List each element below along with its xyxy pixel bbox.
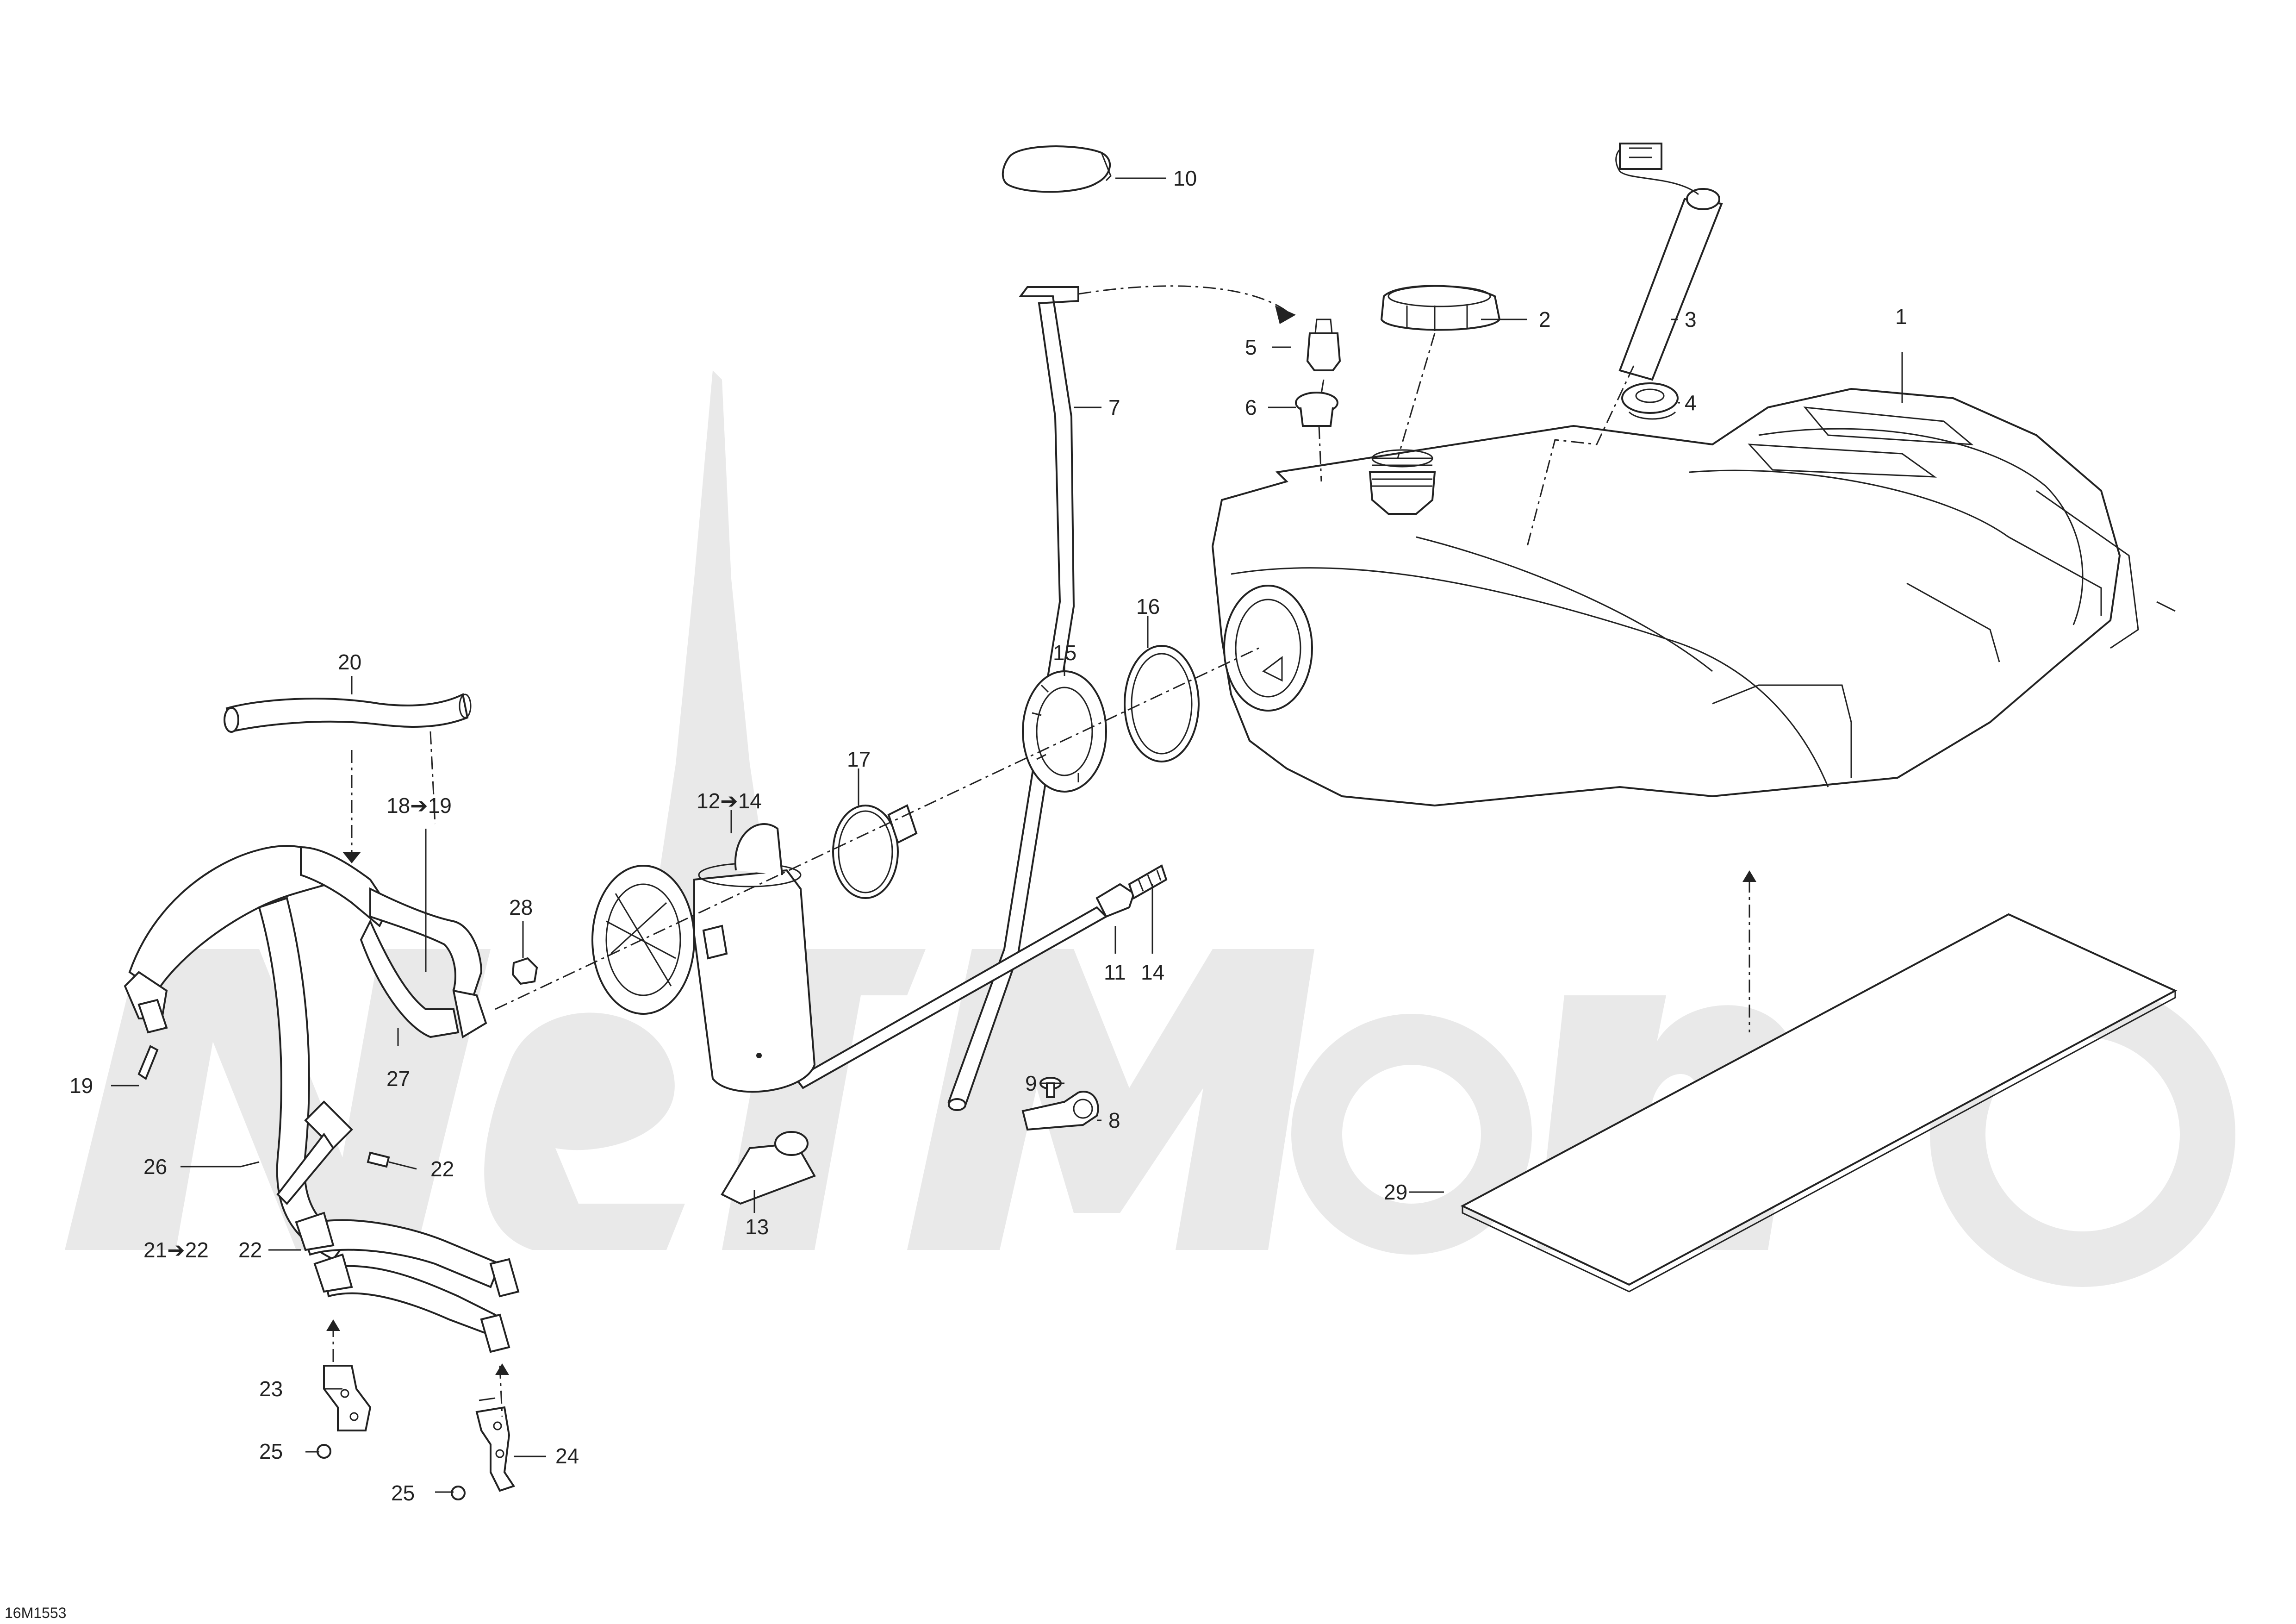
callout-19: 19 <box>69 1074 93 1098</box>
protective-pad <box>1460 913 2178 1293</box>
callout-13: 13 <box>745 1215 769 1239</box>
pump-bracket <box>721 1131 816 1205</box>
clamp <box>1002 145 1112 193</box>
callout-29: 29 <box>1384 1180 1407 1204</box>
leader-lines <box>111 177 1903 1493</box>
tube-piece-22 <box>367 1151 390 1168</box>
hose-assembly-27 <box>360 887 487 1039</box>
bolt-25b <box>451 1486 466 1500</box>
assembly-lines <box>326 285 1756 1417</box>
tube-clip <box>1021 1091 1099 1131</box>
callout-18-19: 18➔19 <box>386 793 452 818</box>
callout-labels: 1 2 3 4 5 6 7 8 9 10 11 12➔14 13 14 15 1… <box>5 166 1907 1621</box>
lower-hoses <box>276 1100 520 1353</box>
callout-1: 1 <box>1895 305 1907 329</box>
locking-ring <box>1022 670 1107 793</box>
hose-20 <box>224 693 472 733</box>
callout-22b: 22 <box>238 1238 262 1262</box>
callout-10: 10 <box>1173 166 1197 190</box>
callout-21-22: 21➔22 <box>143 1238 209 1262</box>
hose-clamp <box>832 804 918 899</box>
callout-14: 14 <box>1141 960 1164 984</box>
tube-piece-19 <box>137 1045 159 1081</box>
filler-cap <box>1380 285 1501 331</box>
callout-2: 2 <box>1539 307 1551 331</box>
callout-5: 5 <box>1245 335 1257 359</box>
callout-17: 17 <box>847 747 871 771</box>
callout-4: 4 <box>1685 391 1697 415</box>
callout-25a: 25 <box>259 1439 283 1463</box>
callout-7: 7 <box>1108 395 1120 419</box>
callout-20: 20 <box>338 650 361 674</box>
callout-22a: 22 <box>430 1157 454 1181</box>
drawing-code: 16M1553 <box>5 1605 66 1621</box>
callout-3: 3 <box>1685 307 1697 331</box>
bracket-23 <box>323 1365 372 1431</box>
callout-27: 27 <box>386 1067 410 1091</box>
hose-fitting <box>1095 864 1168 918</box>
hose-assembly-26 <box>124 845 390 1261</box>
callout-23: 23 <box>259 1377 283 1401</box>
callout-24: 24 <box>555 1444 579 1468</box>
bracket-24 <box>475 1406 516 1492</box>
callout-25b: 25 <box>391 1481 415 1505</box>
vent-grommet <box>1295 392 1338 427</box>
seal-ring <box>1124 645 1200 762</box>
callout-6: 6 <box>1245 395 1257 419</box>
fuel-tank <box>1211 387 2176 807</box>
callout-8: 8 <box>1108 1108 1120 1132</box>
callout-28: 28 <box>509 895 533 919</box>
callout-26: 26 <box>143 1155 167 1179</box>
vent-valve <box>1275 306 1341 371</box>
callout-16: 16 <box>1136 594 1160 618</box>
callout-15: 15 <box>1053 641 1076 665</box>
fuel-pump-module <box>591 823 816 1093</box>
grommet <box>1621 382 1679 420</box>
fuel-gauge-sender <box>1615 143 1723 381</box>
callout-9: 9 <box>1025 1071 1037 1095</box>
nut-28 <box>511 957 538 985</box>
bolt-25a <box>317 1444 331 1459</box>
callout-12-14: 12➔14 <box>697 789 762 813</box>
callout-11: 11 <box>1104 960 1126 984</box>
